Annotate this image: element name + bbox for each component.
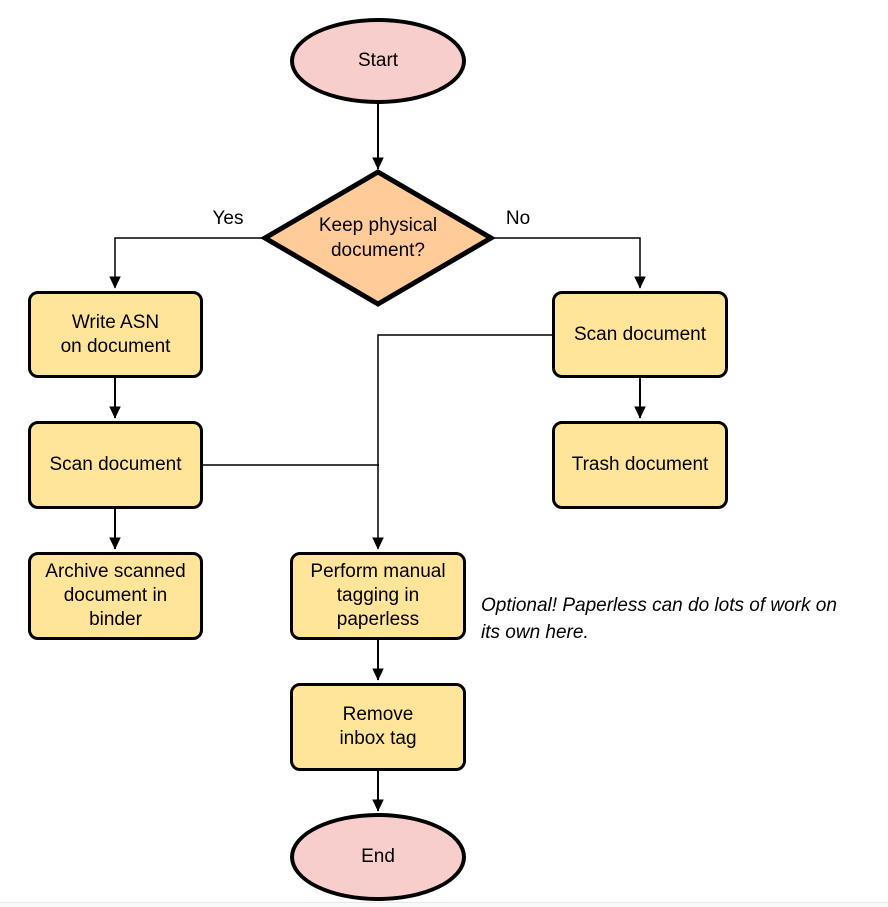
edge-label-no: No	[505, 208, 531, 229]
flow-node-scan-document-left-label: Scan document	[49, 454, 182, 475]
flow-node-scan-document-right-label: Scan document	[573, 323, 707, 345]
flow-node-end-label: End	[361, 846, 395, 867]
flow-node-remove-inbox-tag: Remove inbox tag	[290, 683, 466, 771]
flow-node-end: End	[290, 813, 466, 901]
flow-node-write-asn: Write ASN on document	[28, 291, 203, 378]
flow-node-trash-document-label: Trash document	[571, 454, 709, 475]
flow-node-archive-binder-label: Archive scanned document in binder	[45, 561, 186, 630]
edge-decision-no-to-scan-right	[491, 237, 646, 289]
page-bottom-edge	[0, 902, 888, 907]
flow-node-trash-document: Trash document	[552, 421, 728, 509]
edge-decision-yes-to-write-asn	[109, 237, 265, 289]
edge-scan-right-to-tagging	[372, 334, 552, 550]
flow-node-archive-binder: Archive scanned document in binder	[28, 552, 203, 640]
edge-label-yes: Yes	[212, 208, 244, 229]
annotation-optional-note: Optional! Paperless can do lots of work …	[481, 595, 837, 643]
flow-node-start-label: Start	[357, 50, 399, 71]
flow-node-start: Start	[290, 18, 466, 104]
flow-node-scan-document-right: Scan document	[552, 291, 728, 378]
decision-diamond-shape	[260, 169, 496, 307]
flow-node-write-asn-label: Write ASN on document	[60, 311, 171, 357]
flow-node-decision-label: Keep physical document?	[318, 215, 438, 261]
flow-node-manual-tagging: Perform manual tagging in paperless	[290, 552, 466, 640]
flow-node-decision-label-wrap: Keep physical document?	[278, 198, 478, 278]
flow-node-scan-document-left: Scan document	[28, 421, 203, 509]
flow-node-manual-tagging-label: Perform manual tagging in paperless	[310, 561, 446, 630]
flow-node-remove-inbox-tag-label: Remove inbox tag	[339, 704, 417, 749]
